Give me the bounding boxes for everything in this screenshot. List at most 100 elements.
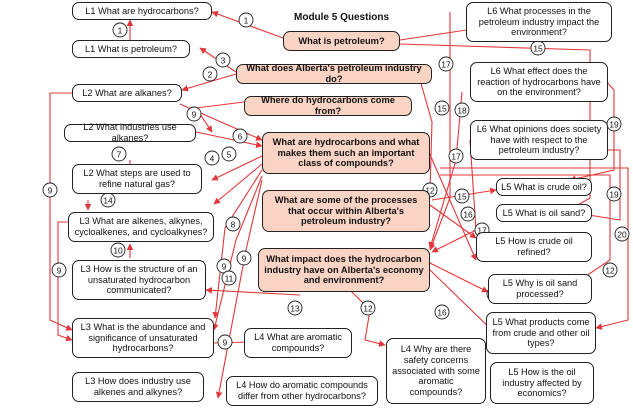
link-number-badge: 9 (217, 334, 233, 350)
link-number-label: 10 (113, 246, 123, 256)
link-number-label: 8 (231, 220, 236, 230)
link-number-circle (454, 188, 470, 204)
link-number-badge: 15 (434, 100, 450, 116)
link-number-circle (438, 56, 454, 72)
link-number-circle (434, 304, 450, 320)
link-number-label: 20 (617, 230, 627, 240)
link-number-badge: 9 (42, 182, 58, 198)
link-number-label: 12 (363, 304, 373, 314)
node-l4-safety: L4 Why are there safety concerns associa… (386, 338, 486, 404)
link-number-circle (225, 216, 241, 232)
node-l3-industry-use: L3 How does industry use alkenes and alk… (72, 372, 204, 402)
link-number-badge: 16 (434, 304, 450, 320)
link-number-label: 11 (225, 274, 234, 284)
node-l4-differ: L4 How do aromatic compounds differ from… (226, 376, 378, 406)
link-number-circle (434, 100, 450, 116)
link-number-badge: 1 (112, 22, 128, 38)
node-l1-hydrocarbons: L1 What are hydrocarbons? (72, 2, 212, 20)
link-number-badge: 17 (448, 148, 464, 164)
node-l5-economics: L5 How is the oil industry affected by e… (490, 362, 594, 404)
link-number-circle (111, 146, 127, 162)
link-arrow (181, 73, 237, 92)
link-arrow (429, 204, 477, 239)
node-l1-petroleum: L1 What is petroleum? (72, 40, 190, 58)
key-what-is-petroleum: What is petroleum? (283, 31, 400, 51)
link-number-circle (221, 146, 237, 162)
link-number-label: 9 (242, 254, 247, 264)
link-number-label: 18 (457, 106, 467, 116)
link-number-label: 17 (477, 226, 487, 236)
link-arrow (349, 289, 386, 347)
link-number-label: 17 (441, 60, 451, 70)
link-number-circle (204, 150, 220, 166)
node-l3-alkenes: L3 What are alkenes, alkynes, cycloalken… (68, 212, 214, 242)
link-number-badge: 15 (530, 40, 546, 56)
link-number-circle (602, 262, 618, 278)
link-number-label: 12 (605, 266, 615, 276)
link-number-circle (215, 52, 231, 68)
link-arrow (49, 92, 73, 331)
link-arrow (427, 149, 477, 261)
link-arrow (195, 131, 263, 148)
link-arrow (211, 155, 263, 181)
link-number-badge: 6 (232, 128, 248, 144)
link-number-label: 4 (210, 154, 215, 164)
link-number-label: 13 (290, 304, 300, 314)
node-l2-refine: L2 What steps are used to refine natural… (72, 164, 202, 194)
link-arrow (215, 179, 263, 399)
link-number-circle (606, 186, 622, 202)
link-arrow (419, 79, 434, 191)
link-number-circle (287, 300, 303, 316)
link-arrow (195, 101, 245, 133)
link-number-label: 9 (48, 186, 53, 196)
link-number-label: 9 (57, 266, 62, 276)
link-number-label: 14 (103, 196, 113, 206)
link-number-label: 15 (457, 192, 467, 202)
link-number-circle (202, 66, 218, 82)
link-number-circle (221, 270, 237, 286)
link-number-badge: 11 (221, 270, 237, 286)
diagram-title: Module 5 Questions (294, 12, 390, 23)
link-number-circle (110, 242, 126, 258)
link-number-badge: 9 (186, 106, 202, 122)
link-arrow (569, 149, 621, 221)
link-number-badge: 3 (215, 52, 231, 68)
link-number-circle (112, 22, 128, 38)
link-number-label: 7 (117, 150, 122, 160)
link-number-label: 15 (437, 104, 447, 114)
node-l4-aromatic: L4 What are aromatic compounds? (244, 328, 352, 358)
link-number-circle (186, 106, 202, 122)
link-arrow (440, 167, 629, 330)
link-number-label: 1 (244, 16, 249, 26)
link-number-badge: 5 (221, 146, 237, 162)
node-l3-structure: L3 How is the structure of an unsaturate… (72, 260, 206, 300)
link-number-badge: 7 (111, 146, 127, 162)
link-number-badge: 15 (454, 188, 470, 204)
link-number-badge: 13 (287, 300, 303, 316)
link-number-label: 9 (222, 262, 227, 272)
key-what-are-hydrocarbons: What are hydrocarbons and what makes the… (262, 132, 430, 174)
link-number-circle (614, 226, 630, 242)
link-number-circle (232, 128, 248, 144)
link-number-circle (238, 12, 254, 28)
link-number-badge: 20 (614, 226, 630, 242)
node-l5-sand-processed: L5 Why is oil sand processed? (488, 274, 592, 304)
node-l5-refined: L5 How is crude oil refined? (476, 232, 592, 262)
link-number-label: 5 (227, 150, 232, 160)
link-number-circle (454, 102, 470, 118)
node-l5-crude: L5 What is crude oil? (496, 178, 592, 196)
key-alberta-industry: What does Alberta's petroleum industry d… (236, 63, 432, 84)
link-number-badge: 14 (100, 192, 116, 208)
link-number-circle (460, 206, 476, 222)
link-number-badge: 2 (202, 66, 218, 82)
link-number-label: 3 (221, 56, 226, 66)
node-l5-products: L5 What products come from crude and oth… (486, 312, 596, 354)
link-number-circle (360, 300, 376, 316)
link-number-badge: 1 (238, 12, 254, 28)
link-number-badge: 17 (438, 56, 454, 72)
link-number-badge: 8 (225, 216, 241, 232)
key-impact-economy: What impact does the hydrocarbon industr… (258, 248, 430, 292)
link-number-badge: 12 (602, 262, 618, 278)
link-number-label: 1 (118, 26, 123, 36)
